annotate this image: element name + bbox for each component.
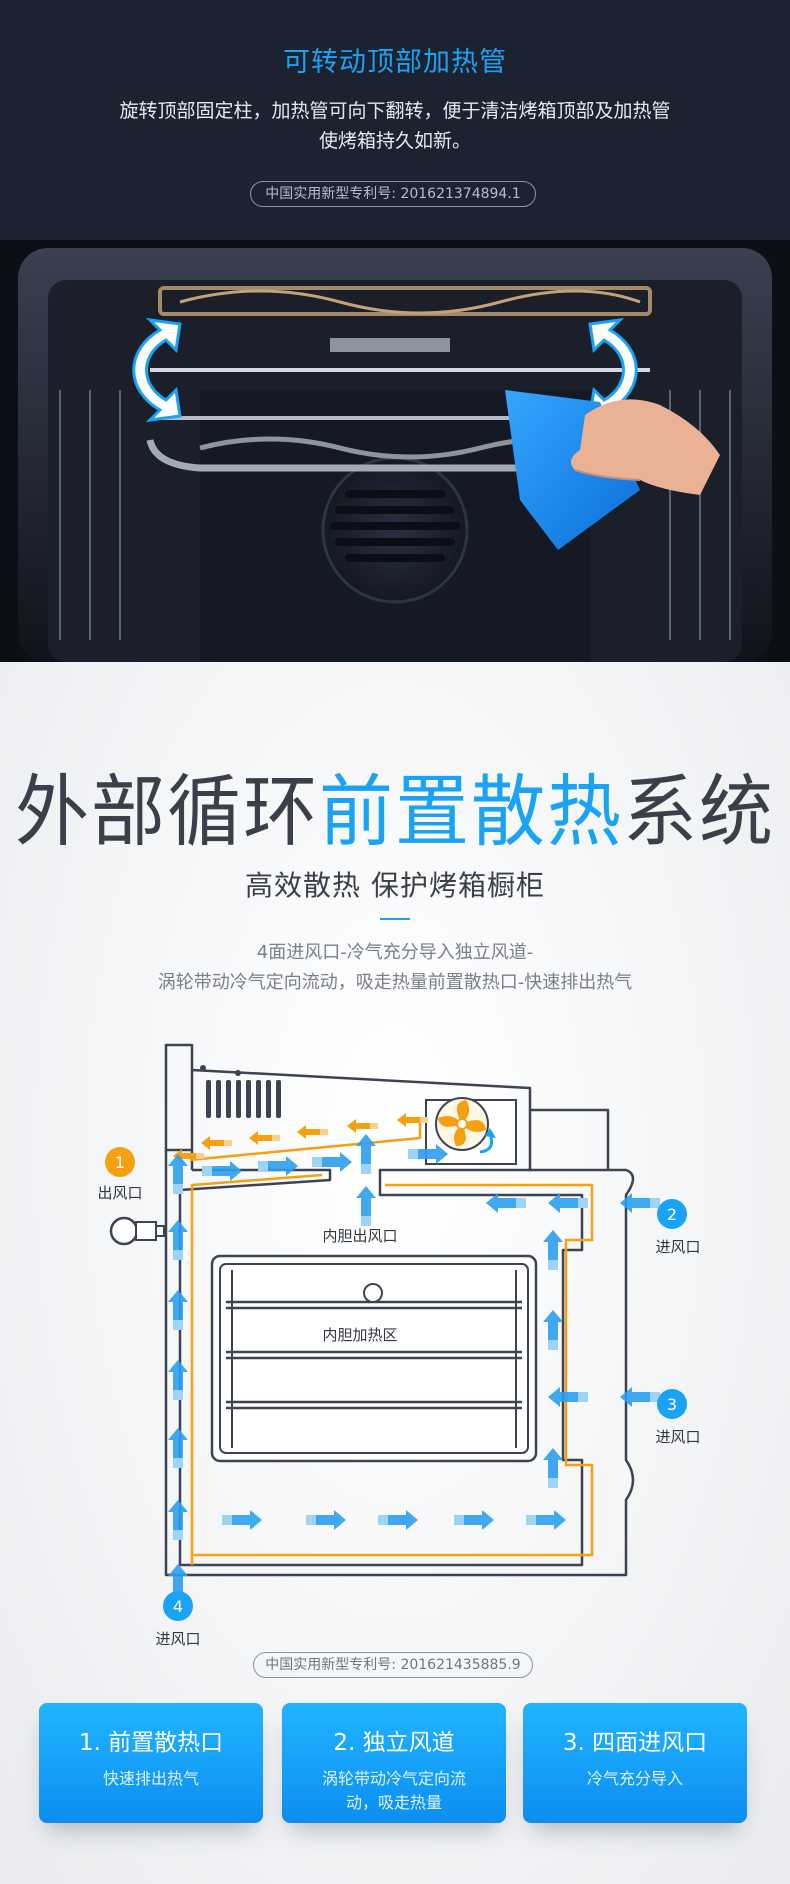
header-desc-line1: 旋转顶部固定柱，加热管可向下翻转，便于清洁烤箱顶部及加热管 xyxy=(119,100,671,122)
feature-card-sub: 涡轮带动冷气定向流动，吸走热量 xyxy=(321,1769,466,1812)
header-title: 可转动顶部加热管 xyxy=(283,47,507,78)
feature-card-sub: 快速排出热气 xyxy=(102,1769,199,1788)
title-divider xyxy=(380,918,410,920)
outlet-badge-num: 1 xyxy=(115,1153,125,1172)
feature-cards: 1. 前置散热口 快速排出热气 2. 独立风道 涡轮带动冷气定向流动，吸走热量 … xyxy=(0,1703,790,1823)
airflow-diagram: 1 出风口 2 进风口 3 进风口 4 进风口 内胆出风口 内胆加热区 xyxy=(97,1043,701,1648)
header-section: 可转动顶部加热管 旋转顶部固定柱，加热管可向下翻转，便于清洁烤箱顶部及加热管 使… xyxy=(0,0,790,240)
section2-subtitle: 高效散热 保护烤箱橱柜 xyxy=(245,869,545,902)
patent-badge-2: 中国实用新型专利号: 201621435885.9 xyxy=(253,1652,533,1678)
title-part2: 系统 xyxy=(623,767,775,858)
inner-outlet-label: 内胆出风口 xyxy=(322,1227,397,1245)
inlet2-badge-num: 2 xyxy=(667,1205,677,1224)
patent-badge-1: 中国实用新型专利号: 201621374894.1 xyxy=(250,181,536,207)
title-part1: 外部循环 xyxy=(15,767,319,858)
feature-card-independent-duct: 2. 独立风道 涡轮带动冷气定向流动，吸走热量 xyxy=(282,1703,506,1823)
inlet3-badge-num: 3 xyxy=(667,1395,677,1414)
feature-card-title: 3. 四面进风口 xyxy=(562,1730,708,1756)
header-desc-line2: 使烤箱持久如新。 xyxy=(318,130,471,152)
inlet4-label: 进风口 xyxy=(155,1630,200,1648)
inlet2-label: 进风口 xyxy=(655,1238,700,1256)
heating-zone-label: 内胆加热区 xyxy=(322,1326,397,1344)
outlet-label: 出风口 xyxy=(97,1184,142,1202)
section2-desc-line1: 4面进风口-冷气充分导入独立风道- xyxy=(256,942,534,963)
feature-card-front-vent: 1. 前置散热口 快速排出热气 xyxy=(39,1703,263,1823)
feature-card-title: 1. 前置散热口 xyxy=(78,1730,224,1756)
feature-card-four-inlets: 3. 四面进风口 冷气充分导入 xyxy=(523,1703,747,1823)
section2-desc-line2: 涡轮带动冷气定向流动，吸走热量前置散热口-快速排出热气 xyxy=(157,972,633,993)
inlet3-label: 进风口 xyxy=(655,1428,700,1446)
section2-title: 外部循环前置散热系统 xyxy=(0,749,790,861)
title-highlight: 前置散热 xyxy=(319,767,623,858)
feature-card-sub: 冷气充分导入 xyxy=(586,1769,683,1788)
inlet4-badge-num: 4 xyxy=(173,1597,183,1616)
feature-card-title: 2. 独立风道 xyxy=(333,1730,455,1756)
oven-interior-photo xyxy=(0,240,790,662)
